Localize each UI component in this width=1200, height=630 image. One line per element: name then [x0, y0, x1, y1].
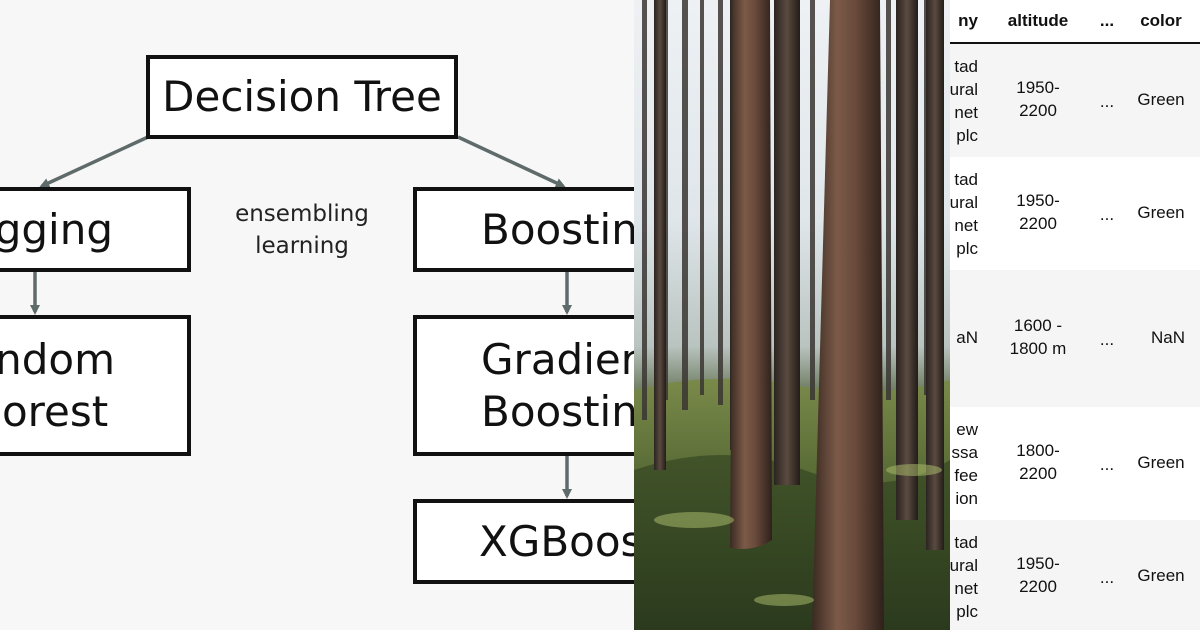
node-gradient-boosting: Gradier Boostin	[413, 315, 634, 456]
header-color: color	[1140, 11, 1182, 30]
node-xgboost: XGBoos	[413, 499, 634, 584]
company-cell: tad ural net plc	[950, 168, 978, 260]
ellipsis-cell: ...	[1099, 568, 1115, 587]
color-cell: Green	[1137, 453, 1185, 472]
table-row: tad ural net plc 1950- 2200 ... Green	[950, 157, 1200, 270]
altitude-cell: 1950- 2200	[992, 189, 1084, 235]
color-cell: Green	[1137, 566, 1185, 585]
connector-lines	[30, 135, 572, 499]
company-text: ion	[955, 489, 978, 508]
company-text: ssa	[951, 443, 978, 462]
company-text: ural	[950, 80, 978, 99]
company-text: plc	[956, 602, 978, 621]
altitude-text: 2200	[1019, 464, 1057, 483]
ellipsis-cell: ...	[1099, 330, 1115, 349]
node-gradient-boosting-line2: Boostin	[481, 386, 634, 436]
node-bagging-label: agging	[0, 204, 113, 254]
node-boosting: Boostin	[413, 187, 634, 272]
company-text: plc	[956, 239, 978, 258]
ensembling-learning-label: ensembling learning	[222, 198, 382, 262]
company-cell: ew ssa fee ion	[950, 418, 978, 510]
ensembling-label-line1: ensembling	[235, 201, 369, 227]
node-random-forest-line1: ndom	[0, 334, 115, 384]
company-text: ural	[950, 193, 978, 212]
company-text: plc	[956, 126, 978, 145]
node-xgboost-label: XGBoos	[479, 516, 634, 566]
color-cell: Green	[1137, 90, 1185, 109]
company-text: tad	[954, 57, 978, 76]
header-company: ny	[958, 11, 978, 30]
company-cell: tad ural net plc	[950, 55, 978, 147]
company-text: tad	[954, 170, 978, 189]
company-text: ew	[956, 420, 978, 439]
altitude-cell: 1950- 2200	[992, 552, 1084, 598]
table-row: ew ssa fee ion 1800- 2200 ... Green	[950, 407, 1200, 520]
altitude-cell: 1600 - 1800 m	[992, 314, 1084, 360]
company-text: fee	[954, 466, 978, 485]
data-table: ny altitude ... color tad ural net plc 1…	[950, 0, 1200, 630]
altitude-text: 1950-	[1016, 191, 1060, 210]
company-text: ural	[950, 556, 978, 575]
company-text: net	[954, 103, 978, 122]
altitude-text: 1600 -	[1013, 316, 1063, 335]
altitude-text: 1950-	[1016, 554, 1060, 573]
edge-root-to-boosting	[457, 135, 566, 188]
company-text: net	[954, 579, 978, 598]
altitude-text: 2200	[1019, 577, 1057, 596]
altitude-text: 1800-	[1016, 441, 1060, 460]
node-gradient-boosting-line1: Gradier	[481, 334, 634, 384]
altitude-cell: 1950- 2200	[992, 76, 1084, 122]
node-bagging: agging	[0, 187, 191, 272]
altitude-cell: 1800- 2200	[992, 439, 1084, 485]
forest-photo	[634, 0, 950, 630]
company-text: aN	[956, 328, 978, 347]
header-altitude: altitude	[1007, 11, 1069, 30]
diagram-panel: Decision Tree agging ndom orest ensembli…	[0, 55, 634, 584]
altitude-text: 1800 m	[1009, 339, 1067, 358]
table-row: tad ural net plc 1950- 2200 ... Green	[950, 520, 1200, 630]
table-row: aN 1600 - 1800 m ... NaN	[950, 270, 1200, 407]
edge-root-to-bagging	[39, 135, 149, 188]
table-header: ny altitude ... color	[950, 0, 1200, 44]
node-random-forest: ndom orest	[0, 315, 191, 456]
node-decision-tree: Decision Tree	[146, 55, 458, 139]
company-cell: aN	[950, 326, 978, 349]
node-random-forest-line2: orest	[1, 386, 109, 436]
company-cell: tad ural net plc	[950, 531, 978, 623]
ellipsis-cell: ...	[1099, 92, 1115, 111]
company-text: tad	[954, 533, 978, 552]
ensembling-label-line2: learning	[255, 233, 349, 259]
ellipsis-cell: ...	[1099, 205, 1115, 224]
company-text: net	[954, 216, 978, 235]
color-cell: NaN	[1150, 328, 1185, 347]
forest-illustration	[634, 0, 950, 630]
node-decision-tree-label: Decision Tree	[162, 72, 442, 121]
table-row: tad ural net plc 1950- 2200 ... Green	[950, 44, 1200, 157]
ellipsis-cell: ...	[1099, 455, 1115, 474]
color-cell: Green	[1137, 203, 1185, 222]
altitude-text: 2200	[1019, 101, 1057, 120]
altitude-text: 2200	[1019, 214, 1057, 233]
header-ellipsis: ...	[1099, 11, 1115, 30]
node-boosting-label: Boostin	[481, 204, 634, 254]
altitude-text: 1950-	[1016, 78, 1060, 97]
